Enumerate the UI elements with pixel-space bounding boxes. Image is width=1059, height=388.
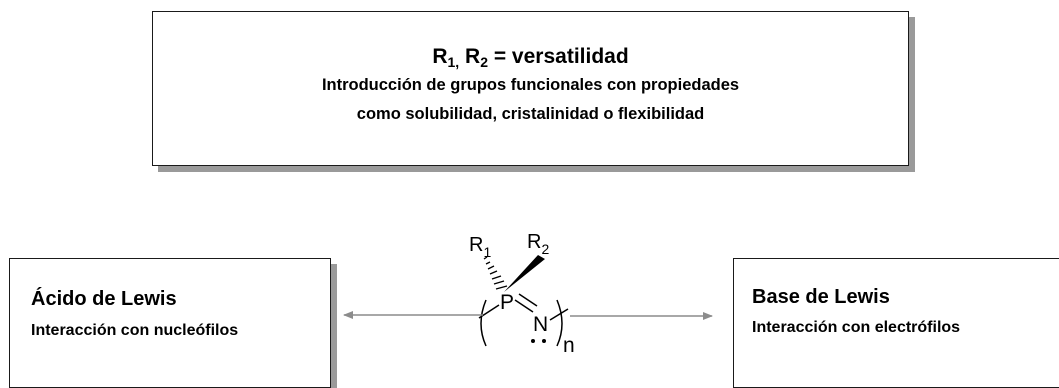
lewis-base-title: Base de Lewis [752,286,890,308]
lewis-acid-title: Ácido de Lewis [31,288,177,310]
lewis-base-description: Interacción con electrófilos [752,319,961,336]
right-chain-bond [549,308,569,321]
left-bracket [480,299,487,347]
lone-pair-dot [531,339,535,343]
lone-pair-dot [542,339,546,343]
r1-label: R1 [469,234,491,260]
polyphosphazene-structure: R1 R2 P N n [343,231,713,357]
wedge-bond [504,255,545,292]
phosphorus-label: P [500,291,514,314]
r2-label: R2 [527,231,549,257]
nitrogen-label: N [533,313,548,336]
left-chain-bond [478,304,500,319]
hashed-bond [483,256,508,290]
properties-box: R1, R2 = versatilidad Introducción de gr… [152,11,909,166]
description-line-1: Introducción de grupos funcionales con p… [321,76,740,94]
lewis-acid-box: Ácido de Lewis Interacción con nucleófil… [9,258,331,388]
lewis-acid-description: Interacción con nucleófilos [31,322,239,339]
double-bond [514,293,538,313]
right-bracket [556,299,563,347]
description-line-2: como solubilidad, cristalinidad o flexib… [356,105,705,123]
versatility-title: R1, R2 = versatilidad [432,45,629,70]
repeat-index-label: n [563,334,575,357]
